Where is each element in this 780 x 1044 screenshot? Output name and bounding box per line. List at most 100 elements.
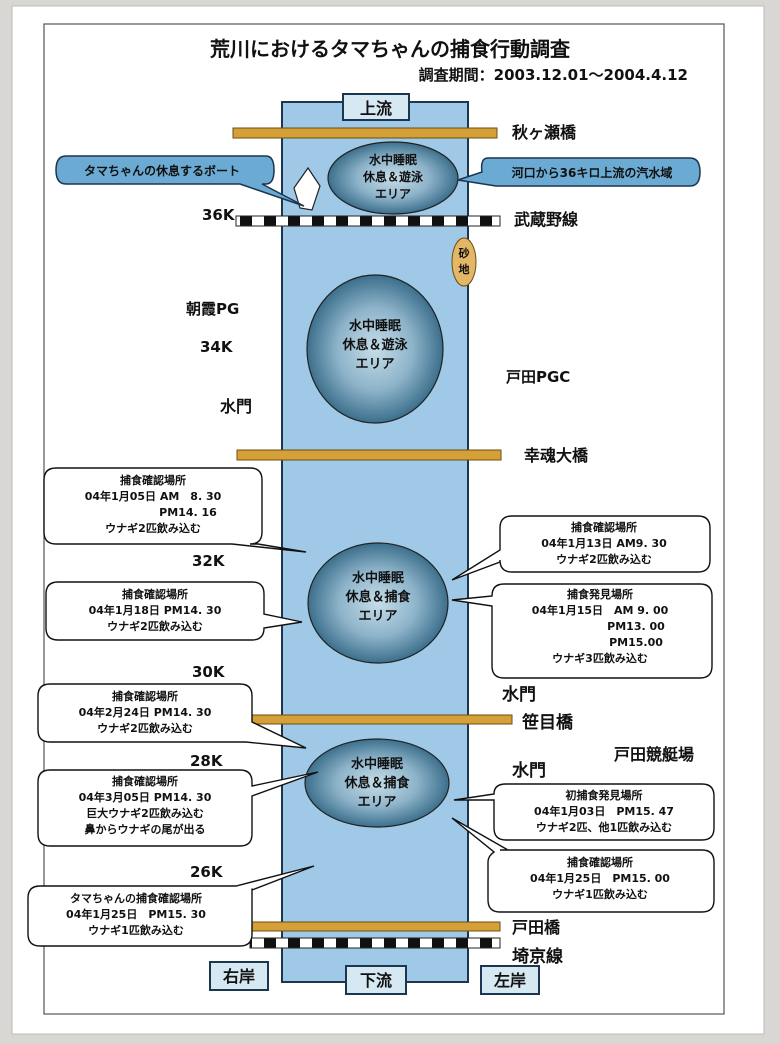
- toda-pgc-label: 戸田PGC: [506, 368, 570, 386]
- saikon-bridge: [236, 449, 502, 461]
- area-3-line-3: エリア: [358, 609, 397, 624]
- marker-30k: 30K: [192, 663, 226, 681]
- right-bank-label: 右岸: [223, 967, 255, 986]
- toda-bridge-label: 戸田橋: [512, 918, 561, 937]
- callout-3-line-3: ウナギ2匹飲み込む: [107, 619, 203, 633]
- callout-4: [451, 583, 713, 679]
- area-1-line-2: 休息＆遊泳: [362, 169, 424, 184]
- area-1-line-3: エリア: [375, 187, 411, 201]
- musashino-railway: [235, 215, 501, 227]
- callout-7-line-3: ウナギ2匹、他1匹飲み込む: [536, 820, 672, 834]
- survey-period: 調査期間：2003.12.01～2004.4.12: [419, 66, 688, 84]
- upstream-label: 上流: [360, 99, 392, 118]
- area-3: 水中睡眠 休息＆捕食 エリア: [307, 542, 449, 664]
- callout-5: [37, 683, 307, 749]
- callout-5-line-2: 04年2月24日 PM14. 30: [79, 705, 212, 719]
- callout-6-line-4: 鼻からウナギの尾が出る: [85, 822, 206, 836]
- callout-3-line-2: 04年1月18日 PM14. 30: [89, 603, 222, 617]
- callout-brackish-text: 河口から36キロ上流の汽水域: [511, 165, 673, 180]
- callout-1-line-2: 04年1月05日 AM 8. 30: [85, 489, 222, 503]
- area-3-line-2: 休息＆捕食: [344, 589, 411, 605]
- marker-32k: 32K: [192, 552, 226, 570]
- area-1: 水中睡眠 休息＆遊泳 エリア: [327, 141, 459, 215]
- callout-boat-text: タマちゃんの休息するボート: [84, 163, 240, 178]
- callout-7-line-2: 04年1月03日 PM15. 47: [534, 804, 674, 818]
- asaka-pg-label: 朝霞PG: [186, 300, 239, 318]
- callout-4-line-2: 04年1月15日 AM 9. 00: [532, 603, 669, 617]
- akigase-bridge: [232, 127, 498, 139]
- downstream-box: [345, 965, 407, 995]
- downstream-label: 下流: [360, 971, 392, 990]
- callout-7-line-1: 初捕食発見場所: [566, 788, 643, 802]
- area-4-line-2: 休息＆捕食: [343, 775, 410, 791]
- callout-2-line-1: 捕食確認場所: [571, 520, 637, 534]
- area-4-line-1: 水中睡眠: [351, 756, 403, 772]
- callout-6: [37, 769, 319, 847]
- callout-6-line-3: 巨大ウナギ2匹飲み込む: [86, 806, 204, 820]
- callout-5-line-3: ウナギ2匹飲み込む: [97, 721, 193, 735]
- callout-8: [451, 817, 715, 913]
- area-4: 水中睡眠 休息＆捕食 エリア: [304, 738, 450, 828]
- upstream-label-box: [342, 93, 410, 121]
- marker-28k: 28K: [190, 752, 224, 770]
- left-bank-box: [480, 965, 540, 995]
- toda-bridge: [249, 921, 501, 932]
- area-2-line-2: 休息＆遊泳: [341, 337, 408, 353]
- sasame-bridge-label: 笹目橋: [522, 712, 574, 733]
- area-1-line-1: 水中睡眠: [369, 152, 417, 167]
- callout-1: [43, 467, 307, 553]
- musashino-railway-label: 武蔵野線: [514, 210, 578, 229]
- callout-9-line-1: タマちゃんの捕食確認場所: [70, 891, 202, 905]
- callout-8-line-1: 捕食確認場所: [567, 855, 633, 869]
- callout-8-line-2: 04年1月25日 PM15. 00: [530, 871, 670, 885]
- callout-6-line-2: 04年3月05日 PM14. 30: [79, 790, 212, 804]
- floodgate-right-label-1: 水門: [502, 684, 536, 705]
- saikon-bridge-label: 幸魂大橋: [524, 446, 589, 465]
- right-bank-box: [209, 961, 269, 991]
- river-channel: [281, 101, 469, 983]
- sasame-bridge: [251, 714, 513, 725]
- sandbar-label-2: 地: [459, 262, 470, 276]
- callout-2: [451, 515, 711, 581]
- marker-34k: 34K: [200, 338, 234, 356]
- page-title: 荒川におけるタマちゃんの捕食行動調査: [210, 37, 570, 61]
- callout-3-line-1: 捕食確認場所: [122, 587, 188, 601]
- callout-brackish: 河口から36キロ上流の汽水域: [457, 157, 701, 187]
- saikyo-railway-label: 埼京線: [512, 946, 563, 967]
- sandbar: [451, 237, 477, 287]
- toda-boat-race-label: 戸田競艇場: [614, 745, 694, 764]
- callout-5-line-1: 捕食確認場所: [112, 689, 178, 703]
- callout-9-line-2: 04年1月25日 PM15. 30: [66, 907, 206, 921]
- area-2-line-3: エリア: [355, 357, 394, 372]
- callout-9-line-3: ウナギ1匹飲み込む: [88, 923, 184, 937]
- callout-4-line-4: PM15.00: [609, 636, 663, 649]
- floodgate-right-label-2: 水門: [512, 760, 546, 781]
- callout-1-line-1: 捕食確認場所: [120, 473, 186, 487]
- akigase-bridge-label: 秋ヶ瀬橋: [512, 123, 577, 142]
- callout-2-line-3: ウナギ2匹飲み込む: [556, 552, 652, 566]
- boat-icon: [293, 166, 321, 211]
- callout-7: [453, 783, 715, 841]
- callout-boat: タマちゃんの休息するボート: [55, 155, 305, 207]
- area-3-line-1: 水中睡眠: [352, 570, 404, 586]
- sandbar-label-1: 砂: [459, 246, 470, 260]
- area-4-line-3: エリア: [357, 795, 396, 810]
- callout-1-line-3: PM14. 16: [159, 506, 217, 519]
- marker-36k: 36K: [202, 206, 236, 224]
- callout-3: [45, 581, 303, 641]
- callout-6-line-1: 捕食確認場所: [112, 774, 178, 788]
- callout-2-line-2: 04年1月13日 AM9. 30: [541, 536, 667, 550]
- marker-26k: 26K: [190, 863, 224, 881]
- callout-9: [27, 865, 315, 947]
- callout-8-line-3: ウナギ1匹飲み込む: [552, 887, 648, 901]
- callout-4-line-5: ウナギ3匹飲み込む: [552, 651, 648, 665]
- area-2: 水中睡眠 休息＆遊泳 エリア: [306, 274, 444, 424]
- area-2-line-1: 水中睡眠: [349, 318, 401, 334]
- callout-4-line-1: 捕食発見場所: [567, 587, 633, 601]
- floodgate-left-label: 水門: [220, 397, 252, 416]
- left-bank-label: 左岸: [493, 971, 526, 990]
- callout-1-line-4: ウナギ2匹飲み込む: [105, 521, 201, 535]
- saikyo-railway: [249, 937, 501, 949]
